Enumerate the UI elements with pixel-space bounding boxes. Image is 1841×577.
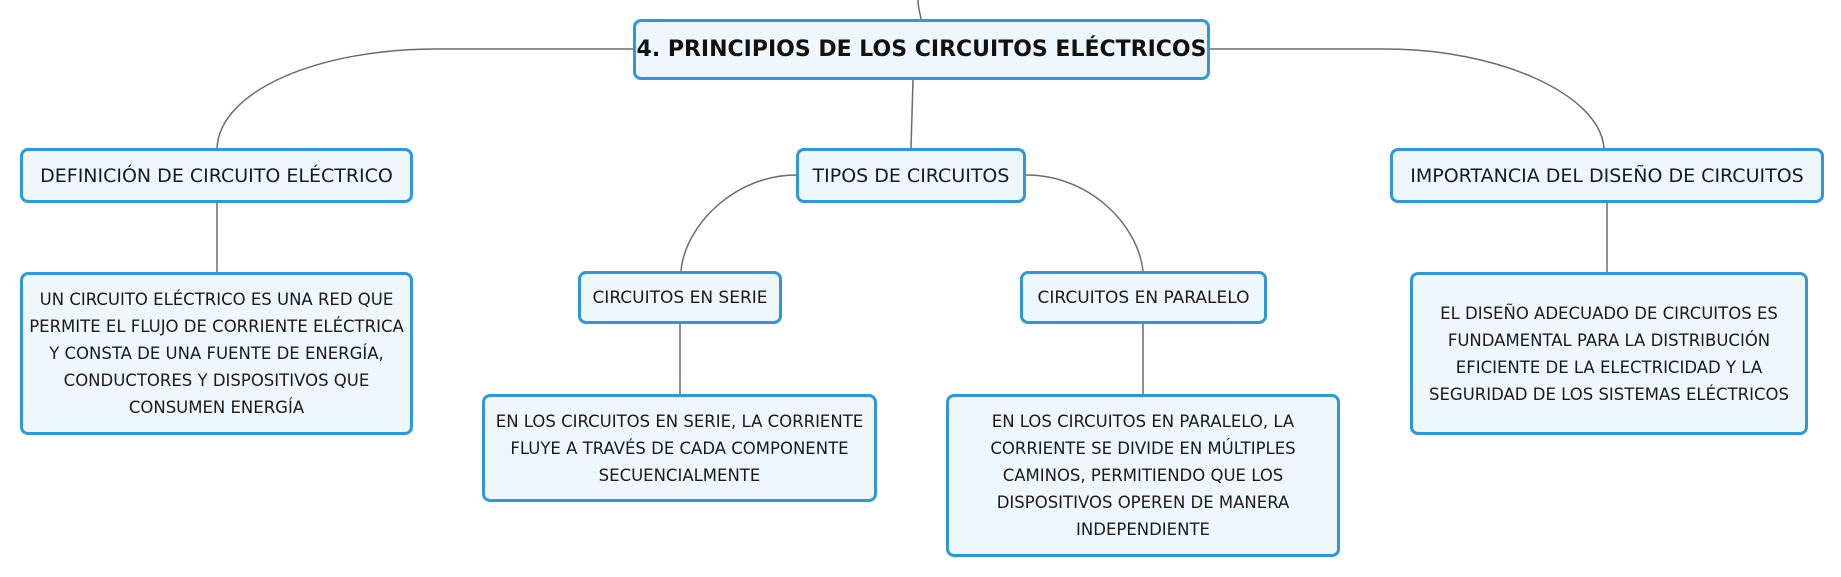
- detail-line: EN LOS CIRCUITOS EN SERIE, LA CORRIENTE: [495, 411, 864, 431]
- detail-line: Y CONSTA DE UNA FUENTE DE ENERGÍA,: [49, 344, 384, 363]
- detail-line: CAMINOS, PERMITIENDO QUE LOS: [1002, 466, 1284, 485]
- detail-definicion-node[interactable]: UN CIRCUITO ELÉCTRICO ES UNA RED QUE PER…: [20, 272, 413, 435]
- detail-line: SECUENCIALMENTE: [598, 465, 761, 485]
- connector-root-to-importancia: [1210, 48, 1605, 149]
- detail-serie-text: EN LOS CIRCUITOS EN SERIE, LA CORRIENTE …: [496, 408, 863, 489]
- detail-line: DISPOSITIVOS OPEREN DE MANERA: [996, 493, 1290, 512]
- detail-serie-node[interactable]: EN LOS CIRCUITOS EN SERIE, LA CORRIENTE …: [482, 394, 877, 502]
- detail-line: EFICIENTE DE LA ELECTRICIDAD Y LA: [1455, 357, 1763, 377]
- detail-line: FLUYE A TRAVÉS DE CADA COMPONENTE: [510, 438, 849, 458]
- topic-definicion-circuito[interactable]: DEFINICIÓN DE CIRCUITO ELÉCTRICO: [20, 148, 413, 203]
- connector-root-to-definicion: [216, 48, 633, 149]
- detail-line: EL DISEÑO ADECUADO DE CIRCUITOS ES: [1440, 303, 1778, 323]
- topic-tipos-label: TIPOS DE CIRCUITOS: [812, 164, 1010, 187]
- detail-importancia-text: EL DISEÑO ADECUADO DE CIRCUITOS ES FUNDA…: [1429, 300, 1789, 408]
- detail-line: EN LOS CIRCUITOS EN PARALELO, LA: [991, 412, 1295, 431]
- subtopic-circuitos-serie[interactable]: CIRCUITOS EN SERIE: [578, 271, 782, 324]
- detail-importancia-node[interactable]: EL DISEÑO ADECUADO DE CIRCUITOS ES FUNDA…: [1410, 272, 1808, 435]
- subtopic-serie-label: CIRCUITOS EN SERIE: [592, 287, 768, 308]
- root-topic-label: 4. PRINCIPIOS DE LOS CIRCUITOS ELÉCTRICO…: [636, 37, 1207, 62]
- root-topic-node[interactable]: 4. PRINCIPIOS DE LOS CIRCUITOS ELÉCTRICO…: [633, 19, 1210, 80]
- topic-importancia-label: IMPORTANCIA DEL DISEÑO DE CIRCUITOS: [1410, 164, 1804, 187]
- topic-tipos-circuitos[interactable]: TIPOS DE CIRCUITOS: [796, 148, 1026, 203]
- detail-line: SEGURIDAD DE LOS SISTEMAS ELÉCTRICOS: [1429, 384, 1789, 404]
- detail-line: UN CIRCUITO ELÉCTRICO ES UNA RED QUE: [39, 290, 394, 309]
- connector-tipos-to-paralelo: [1025, 174, 1144, 272]
- topic-definicion-label: DEFINICIÓN DE CIRCUITO ELÉCTRICO: [40, 164, 393, 187]
- topic-importancia-diseno[interactable]: IMPORTANCIA DEL DISEÑO DE CIRCUITOS: [1390, 148, 1824, 203]
- detail-line: CONSUMEN ENERGÍA: [128, 398, 305, 417]
- detail-line: PERMITE EL FLUJO DE CORRIENTE ELÉCTRICA: [29, 317, 404, 336]
- detail-line: INDEPENDIENTE: [1076, 520, 1210, 539]
- connector-tipos-to-serie: [680, 174, 797, 272]
- detail-line: FUNDAMENTAL PARA LA DISTRIBUCIÓN: [1447, 330, 1771, 350]
- detail-definicion-text: UN CIRCUITO ELÉCTRICO ES UNA RED QUE PER…: [29, 286, 404, 421]
- detail-line: CORRIENTE SE DIVIDE EN MÚLTIPLES: [990, 439, 1296, 458]
- connector-parent-to-root: [917, 0, 922, 20]
- subtopic-circuitos-paralelo[interactable]: CIRCUITOS EN PARALELO: [1020, 271, 1267, 324]
- connector-root-to-tipos: [910, 79, 914, 149]
- detail-line: CONDUCTORES Y DISPOSITIVOS QUE: [63, 371, 370, 390]
- detail-paralelo-node[interactable]: EN LOS CIRCUITOS EN PARALELO, LA CORRIEN…: [946, 394, 1340, 557]
- detail-paralelo-text: EN LOS CIRCUITOS EN PARALELO, LA CORRIEN…: [990, 408, 1295, 543]
- subtopic-paralelo-label: CIRCUITOS EN PARALELO: [1037, 287, 1250, 308]
